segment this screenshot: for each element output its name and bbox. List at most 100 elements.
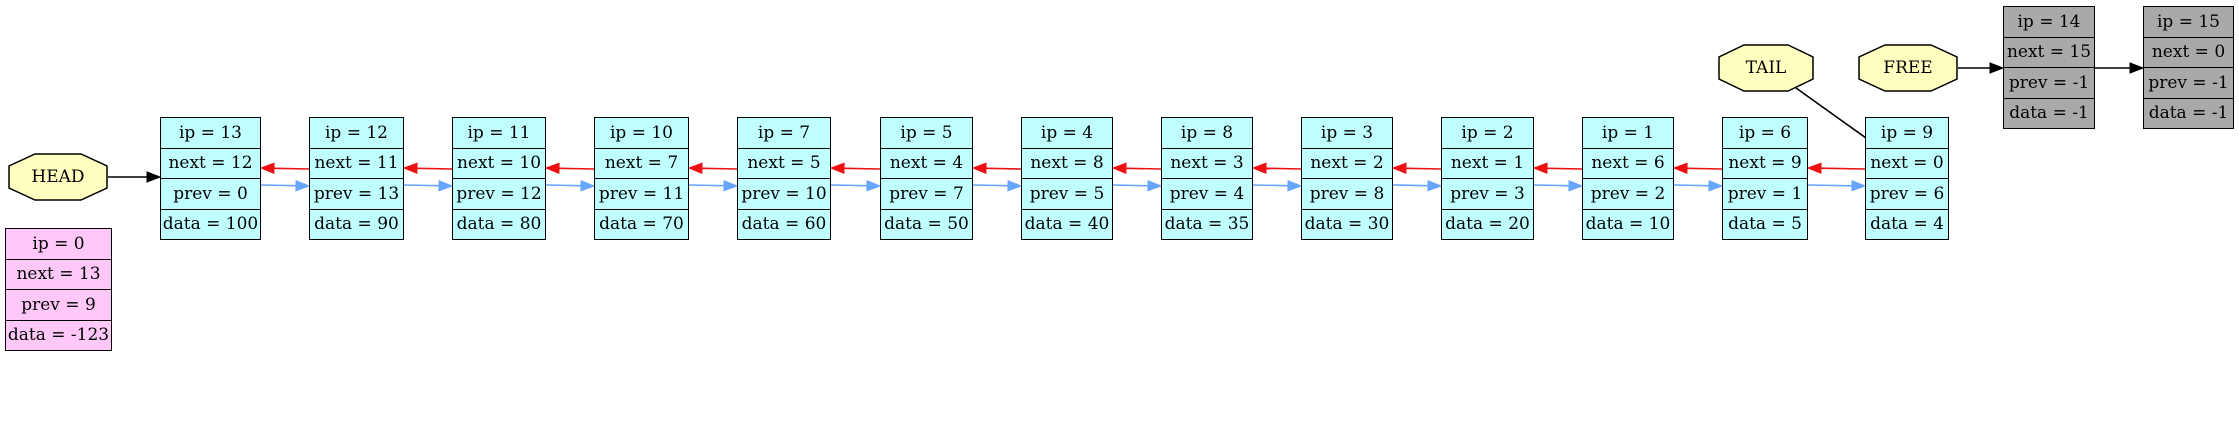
node-next-field: next = 11 [310,147,403,179]
next-edge [688,179,739,192]
node-next-field: next = 15 [2004,36,2094,68]
node-next-field: next = 7 [595,147,688,179]
node-ip-field: ip = 6 [1738,122,1792,143]
next-edge [1392,179,1443,192]
node-next-field: next = 0 [2144,36,2233,68]
node-ip-field: ip = 3 [1320,122,1374,143]
next-edge [830,179,882,192]
node-prev-field: prev = -1 [2144,67,2233,98]
next-edge [1112,179,1163,192]
node-prev-field: prev = 6 [1866,178,1948,209]
prev-edge [402,162,453,175]
node-data-field: data = 60 [738,208,830,240]
octagon-shape [1718,44,1814,92]
prev-edge [1672,162,1723,175]
free-label: FREE [1883,58,1933,78]
node-prev-field: prev = 3 [1442,178,1533,209]
prev-edge [829,162,881,175]
free-next-edge [2095,62,2145,74]
node-prev-field: prev = 9 [6,289,111,320]
node-next-field: next = 1 [1442,147,1533,179]
tail-label: TAIL [1745,58,1787,78]
node-ip-field: ip = 5 [900,122,953,143]
node-next-field: next = 4 [881,147,972,179]
node-prev-field: prev = 2 [1583,178,1673,209]
node-data-field: data = 20 [1442,208,1533,240]
node-ip-field: ip = 12 [324,122,388,143]
node-prev-field: prev = 0 [161,178,260,209]
node-next-field: next = 3 [1162,147,1252,179]
prev-edge [971,162,1022,175]
node-prev-field: prev = 10 [738,178,830,209]
node-data-field: data = 90 [310,208,403,240]
node-ip-field: ip = 4 [1040,122,1094,143]
node-ip-field: ip = 2 [1461,122,1514,143]
node-prev-field: prev = 12 [453,178,545,209]
head-edge [108,171,162,183]
node-ip-field: ip = 13 [178,122,242,143]
node-prev-field: prev = 4 [1162,178,1252,209]
free-edge [1958,62,2005,74]
next-edge [260,179,311,192]
node-next-field: next = 9 [1723,147,1807,179]
octagon-shape [1858,44,1958,92]
next-edge [1533,179,1584,192]
node-ip-field: ip = 8 [1180,122,1234,143]
prev-edge [544,162,595,175]
node-ip-field: ip = 11 [467,122,531,143]
next-edge [1807,180,1867,192]
node-data-field: data = 40 [1022,208,1112,240]
node-prev-field: prev = 1 [1723,178,1807,209]
node-next-field: next = 10 [453,147,545,179]
node-prev-field: prev = 5 [1022,178,1112,209]
head-label: HEAD [31,167,85,187]
node-data-field: data = 70 [595,208,688,240]
node-ip-field: ip = 10 [609,122,673,143]
node-prev-field: prev = 11 [595,178,688,209]
node-data-field: data = 30 [1302,208,1392,240]
node-data-field: data = -1 [2144,97,2233,129]
node-data-field: data = 5 [1723,208,1807,240]
node-ip-field: ip = 9 [1880,122,1934,143]
next-edge [972,179,1023,192]
node-next-field: next = 13 [6,258,111,290]
prev-edge [687,162,738,175]
node-next-field: next = 8 [1022,147,1112,179]
next-edge [545,179,596,192]
next-edge [1252,179,1303,192]
octagon-shape [8,153,108,201]
node-next-field: next = 6 [1583,147,1673,179]
node-data-field: data = -123 [6,319,111,351]
prev-edge [1111,162,1162,175]
prev-edge [1806,162,1866,174]
node-data-field: data = 10 [1583,208,1673,240]
node-next-field: next = 0 [1866,147,1948,179]
node-ip-field: ip = 7 [757,122,811,143]
node-data-field: data = 100 [161,208,260,240]
node-data-field: data = 50 [881,208,972,240]
node-prev-field: prev = 8 [1302,178,1392,209]
node-data-field: data = 80 [453,208,545,240]
node-data-field: data = 35 [1162,208,1252,240]
node-next-field: next = 2 [1302,147,1392,179]
next-edge [1673,179,1724,192]
prev-edge [1532,162,1583,175]
node-prev-field: prev = -1 [2004,67,2094,98]
head-pointer: HEAD [8,153,108,201]
next-edge [403,179,454,192]
